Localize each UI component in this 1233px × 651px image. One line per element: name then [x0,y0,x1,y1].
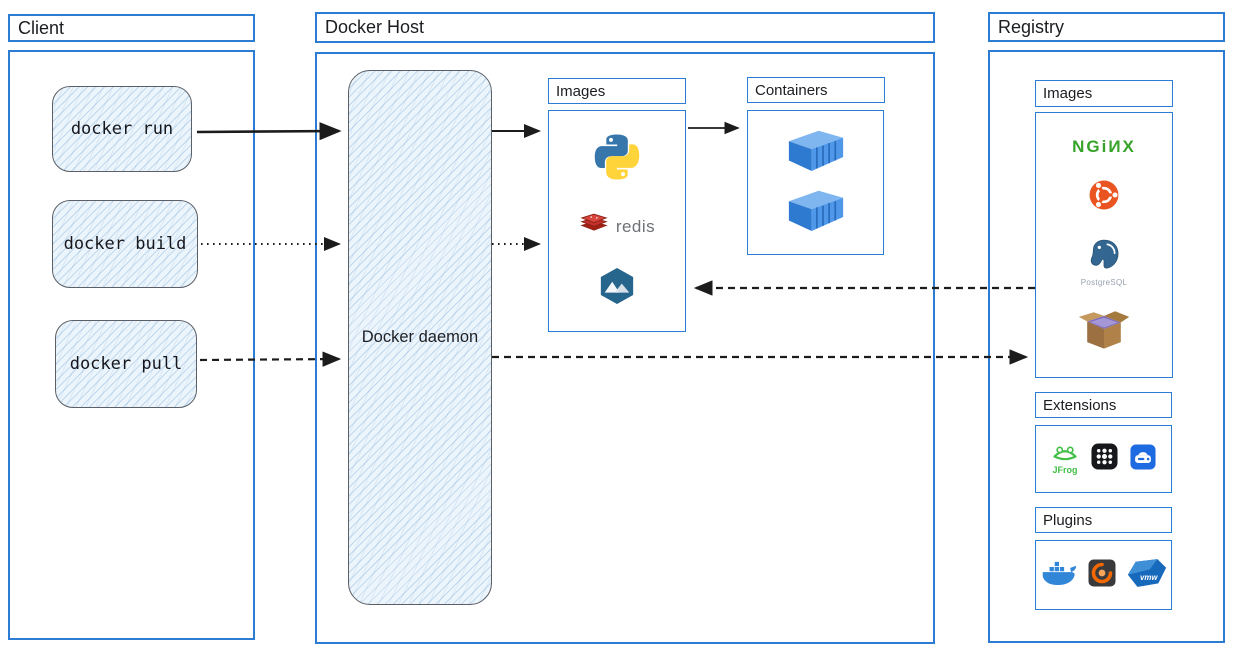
registry-section-title: Registry [988,12,1225,42]
plugins-label: Plugins [1043,511,1093,529]
docker-pull-label: docker pull [69,354,183,374]
ubuntu-icon [1087,178,1121,217]
docker-run-box: docker run [52,86,192,172]
jfrog-label: JFrog [1052,464,1078,475]
postgresql-label: PostgreSQL [1080,277,1128,287]
extensions-panel: JFrog [1035,425,1172,493]
vmware-icon: vmw [1127,557,1167,594]
docker-build-box: docker build [52,200,198,288]
registry-title-label: Registry [998,16,1065,37]
docker-host-section-title: Docker Host [315,12,935,43]
python-icon [592,132,642,187]
redis-image: redis [579,209,655,244]
postgresql-image: PostgreSQL [1081,238,1128,287]
containers-panel [747,110,884,255]
container-icon [788,128,844,177]
registry-images-panel: NGiИX [1035,112,1173,378]
plugins-panel-title: Plugins [1035,507,1172,533]
vmware-label: vmw [1140,572,1158,581]
jfrog-extension: JFrog [1051,444,1079,475]
docker-whale-icon [1041,559,1077,592]
registry-images-panel-title: Images [1035,80,1173,107]
redis-icon [579,209,609,244]
grafana-icon [1088,559,1116,592]
client-title-label: Client [18,17,65,38]
grid-app-icon [1091,443,1118,475]
nginx-icon: NGiИX [1072,137,1136,157]
docker-pull-box: docker pull [55,320,197,408]
host-images-panel: redis [548,110,686,332]
extensions-panel-title: Extensions [1035,392,1172,418]
docker-build-label: docker build [63,234,187,254]
client-section-title: Client [8,14,255,42]
redis-label: redis [615,216,656,236]
drive-app-icon [1130,443,1156,475]
docker-daemon-label: Docker daemon [361,328,479,347]
plugins-panel: vmw [1035,540,1172,610]
registry-images-label: Images [1043,85,1093,102]
docker-host-title-label: Docker Host [325,17,425,37]
extensions-label: Extensions [1043,396,1117,414]
postgresql-icon [1087,238,1121,277]
docker-daemon-box: Docker daemon [348,70,492,605]
busybox-icon [1076,308,1132,355]
alpine-icon [598,267,636,310]
jfrog-icon [1051,444,1079,467]
host-images-label: Images [556,82,606,100]
docker-run-label: docker run [70,119,174,139]
containers-panel-title: Containers [747,77,885,103]
containers-label: Containers [755,81,828,99]
host-images-panel-title: Images [548,78,686,104]
container-icon [788,188,844,237]
